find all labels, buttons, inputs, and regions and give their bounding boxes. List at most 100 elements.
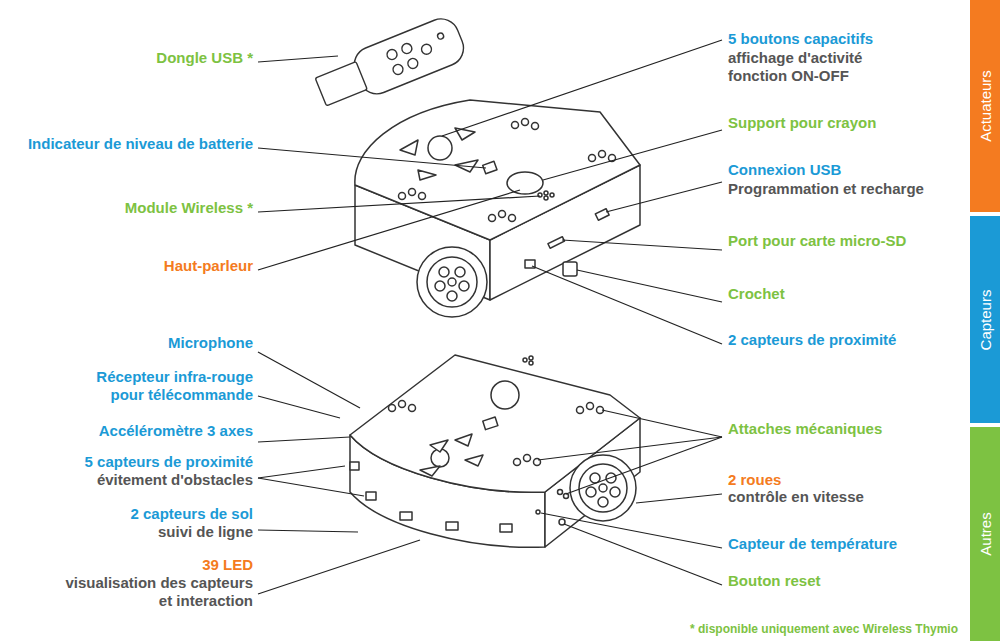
robot-front-view-part xyxy=(430,440,448,452)
robot-top-view-part xyxy=(355,100,640,240)
usb-dongle-part xyxy=(349,14,469,100)
robot-front-view-part xyxy=(399,401,406,408)
robot-top-view-part xyxy=(507,172,543,194)
robot-top-view-part xyxy=(599,151,606,158)
robot-front-view-part xyxy=(389,405,396,412)
part-label: Module Wireless * xyxy=(125,199,253,217)
leader-lines-part xyxy=(258,530,358,532)
robot-front-view-part xyxy=(350,462,359,470)
robot-front-view-part xyxy=(598,497,608,507)
part-label: 5 capteurs de proximité xyxy=(85,453,253,471)
part-label: suivi de ligne xyxy=(158,523,253,541)
category-label: Autres xyxy=(977,512,994,555)
part-label: 5 boutons capacitifs xyxy=(728,30,873,48)
leader-lines-part xyxy=(541,513,722,548)
part-label: Programmation et recharge xyxy=(728,180,924,198)
robot-front-view-part xyxy=(491,381,519,409)
part-label: affichage d'activité fonction ON-OFF xyxy=(728,49,896,85)
leader-lines-part xyxy=(258,437,350,442)
usb-dongle-part xyxy=(385,48,398,61)
leader-lines-part xyxy=(258,540,420,594)
category-band: Actuateurs xyxy=(970,0,1000,212)
leader-lines-part xyxy=(538,437,722,460)
robot-top-view-part xyxy=(419,193,426,200)
leader-lines-part xyxy=(258,56,338,62)
leader-lines-part xyxy=(258,190,520,270)
robot-front-view-part xyxy=(529,356,533,360)
part-label: Microphone xyxy=(168,334,253,352)
robot-top-view-part xyxy=(509,215,516,222)
leader-lines-part xyxy=(602,410,722,437)
usb-dongle-part xyxy=(391,63,404,76)
part-label: Crochet xyxy=(728,285,785,303)
leader-lines-part xyxy=(564,524,722,585)
robot-front-view-part xyxy=(564,494,569,499)
part-label: Haut-parleur xyxy=(164,257,253,275)
part-label: 2 capteurs de proximité xyxy=(728,331,896,349)
robot-front-view-part xyxy=(420,466,440,476)
robot-front-view-part xyxy=(586,487,596,497)
robot-top-view-part xyxy=(417,247,487,317)
part-label: Accéléromètre 3 axes xyxy=(99,422,253,440)
robot-top-view xyxy=(355,100,640,317)
leader-lines-part xyxy=(562,240,722,250)
robot-top-view-part xyxy=(550,193,554,197)
robot-front-view xyxy=(350,355,640,547)
leader-lines-part xyxy=(532,266,722,344)
robot-top-view-part xyxy=(400,140,418,155)
robot-top-view-part xyxy=(448,278,456,286)
robot-top-view-part xyxy=(522,119,529,126)
usb-dongle-part xyxy=(420,43,433,56)
robot-top-view-part xyxy=(439,267,449,277)
usb-dongle xyxy=(312,14,469,115)
leader-lines-part xyxy=(258,478,364,496)
robot-front-view-part xyxy=(455,434,472,446)
part-label: Connexion USB xyxy=(728,161,841,179)
robot-front-view-part xyxy=(514,459,521,466)
leader-lines xyxy=(258,40,722,594)
part-label: Bouton reset xyxy=(728,572,821,590)
robot-front-view-part xyxy=(599,484,607,492)
usb-dongle-part xyxy=(312,14,469,115)
leader-lines-part xyxy=(566,437,722,494)
part-label: contrôle en vitesse xyxy=(728,488,864,506)
robot-front-view-part xyxy=(400,512,412,520)
leader-lines-part xyxy=(543,130,722,180)
robot-top-view-part xyxy=(459,281,469,291)
robot-front-view-part xyxy=(610,487,620,497)
robot-top-view-part xyxy=(428,136,452,160)
robot-front-view-part xyxy=(483,417,498,430)
robot-top-view-part xyxy=(435,281,445,291)
robot-top-view-part xyxy=(589,155,596,162)
part-label: Capteur de température xyxy=(728,535,897,553)
part-label: 2 roues xyxy=(728,471,781,489)
part-label: visualisation des capteurs et interactio… xyxy=(57,574,253,610)
robot-front-view-part xyxy=(587,403,594,410)
part-label: 39 LED xyxy=(202,556,253,574)
robot-front-view-part xyxy=(529,361,533,365)
leader-lines-part xyxy=(258,196,540,212)
usb-dongle-part xyxy=(437,32,445,40)
usb-dongle-part xyxy=(315,62,367,106)
category-band: Capteurs xyxy=(970,216,1000,423)
leader-lines-part xyxy=(577,270,722,302)
part-label: 2 capteurs de sol xyxy=(130,505,253,523)
part-label: Support pour crayon xyxy=(728,114,876,132)
robot-top-view-part xyxy=(409,189,416,196)
part-label: Dongle USB * xyxy=(156,49,253,67)
robot-top-view-part xyxy=(512,122,519,129)
robot-front-view-part xyxy=(570,455,636,521)
robot-front-view-part xyxy=(446,522,458,530)
leader-lines-part xyxy=(258,396,340,418)
robot-front-view-part xyxy=(579,464,627,512)
robot-top-view-part xyxy=(447,291,457,301)
robot-top-view-part xyxy=(455,128,475,140)
robot-top-view-part xyxy=(563,262,577,276)
robot-front-view-part xyxy=(524,455,531,462)
leader-lines-part xyxy=(258,466,345,478)
robot-top-view-part xyxy=(418,170,436,180)
category-label: Actuateurs xyxy=(977,70,994,142)
robot-top-view-part xyxy=(595,209,609,221)
robot-top-view-part xyxy=(489,215,496,222)
